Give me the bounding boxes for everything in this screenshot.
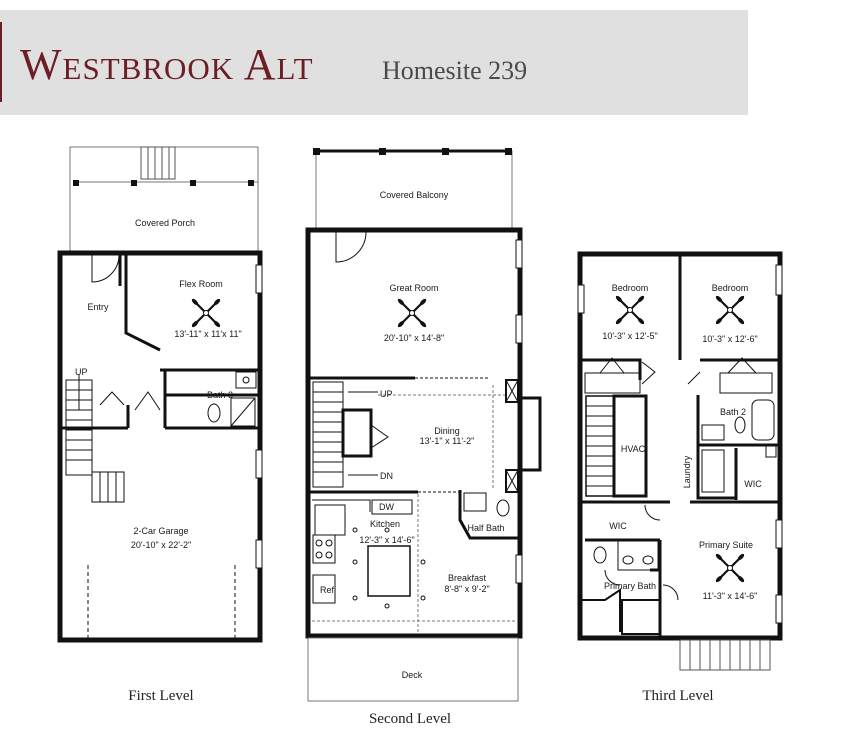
primary-suite-ceiling-fan-icon bbox=[713, 551, 747, 585]
deck-label: Deck bbox=[402, 670, 423, 680]
hvac-label: HVAC bbox=[621, 444, 646, 454]
bedroom-right-ceiling-fan-icon bbox=[713, 293, 747, 327]
second-level-plan: Covered Balcony Great Room 20'-10" x 14'… bbox=[305, 148, 542, 727]
bath3-label: Bath 3 bbox=[207, 390, 233, 400]
first-level-plan: Covered Porch Entry Flex Room 13'-11" x … bbox=[57, 146, 263, 704]
third-level-plan: Bedroom 10'-3" x 12'-5" Bedroom 10'-3" x… bbox=[577, 251, 783, 704]
great-room-label: Great Room bbox=[389, 283, 438, 293]
ref-label: Ref bbox=[320, 585, 335, 595]
primary-bath-label: Primary Bath bbox=[604, 581, 656, 591]
garage-dims: 20'-10" x 22'-2" bbox=[131, 540, 191, 550]
kitchen-dims: 12'-3" x 14'-6" bbox=[359, 535, 414, 545]
kitchen-island bbox=[367, 545, 411, 597]
flex-room-label: Flex Room bbox=[179, 279, 223, 289]
flex-room-ceiling-fan-icon bbox=[189, 296, 223, 330]
second-up-label: UP bbox=[380, 389, 393, 399]
covered-porch-label: Covered Porch bbox=[135, 218, 195, 228]
great-room-ceiling-fan-icon bbox=[395, 296, 429, 330]
dining-label: Dining bbox=[434, 426, 460, 436]
primary-suite-dims: 11'-3" x 14'-6" bbox=[703, 591, 758, 601]
garage-label: 2-Car Garage bbox=[133, 526, 188, 536]
first-level-exterior-walls bbox=[57, 250, 263, 643]
second-level-label: Second Level bbox=[369, 711, 451, 727]
homesite-subtitle: Homesite 239 bbox=[382, 56, 528, 85]
breakfast-dims: 8'-8" x 9'-2" bbox=[444, 584, 489, 594]
wic-right-label: WIC bbox=[744, 479, 762, 489]
first-up-label: UP bbox=[75, 367, 88, 377]
dining-dims: 13'-1" x 11'-2" bbox=[420, 436, 475, 446]
header-band bbox=[0, 10, 748, 115]
header-accent-rule bbox=[0, 22, 2, 102]
deck-outline bbox=[307, 637, 519, 702]
bedroom-left-label: Bedroom bbox=[612, 283, 649, 293]
primary-suite-label: Primary Suite bbox=[699, 540, 753, 550]
laundry-label: Laundry bbox=[682, 455, 692, 488]
third-level-balcony-rail bbox=[679, 639, 771, 671]
bath2-label: Bath 2 bbox=[720, 407, 746, 417]
second-dn-label: DN bbox=[380, 471, 393, 481]
kitchen-label: Kitchen bbox=[370, 519, 400, 529]
first-level-label: First Level bbox=[128, 688, 193, 704]
porch-stairs bbox=[140, 146, 176, 180]
entry-label: Entry bbox=[87, 302, 109, 312]
great-room-dims: 20'-10" x 14'-8" bbox=[384, 333, 444, 343]
dw-label: DW bbox=[379, 502, 394, 512]
wic-left-label: WIC bbox=[609, 521, 627, 531]
third-level-exterior-walls bbox=[577, 251, 783, 641]
flex-room-dims: 13'-11" x 11'x 11" bbox=[174, 329, 241, 339]
breakfast-label: Breakfast bbox=[448, 573, 487, 583]
third-level-label: Third Level bbox=[642, 688, 713, 704]
covered-porch-outline bbox=[69, 146, 259, 254]
bedroom-left-dims: 10'-3" x 12'-5" bbox=[602, 331, 657, 341]
covered-balcony-label: Covered Balcony bbox=[380, 190, 449, 200]
plan-title: Westbrook Alt bbox=[20, 40, 314, 89]
second-level-exterior-walls bbox=[305, 227, 523, 639]
bedroom-right-label: Bedroom bbox=[712, 283, 749, 293]
bedroom-left-ceiling-fan-icon bbox=[613, 293, 647, 327]
half-bath-label: Half Bath bbox=[467, 523, 504, 533]
bedroom-right-dims: 10'-3" x 12'-6" bbox=[702, 334, 757, 344]
